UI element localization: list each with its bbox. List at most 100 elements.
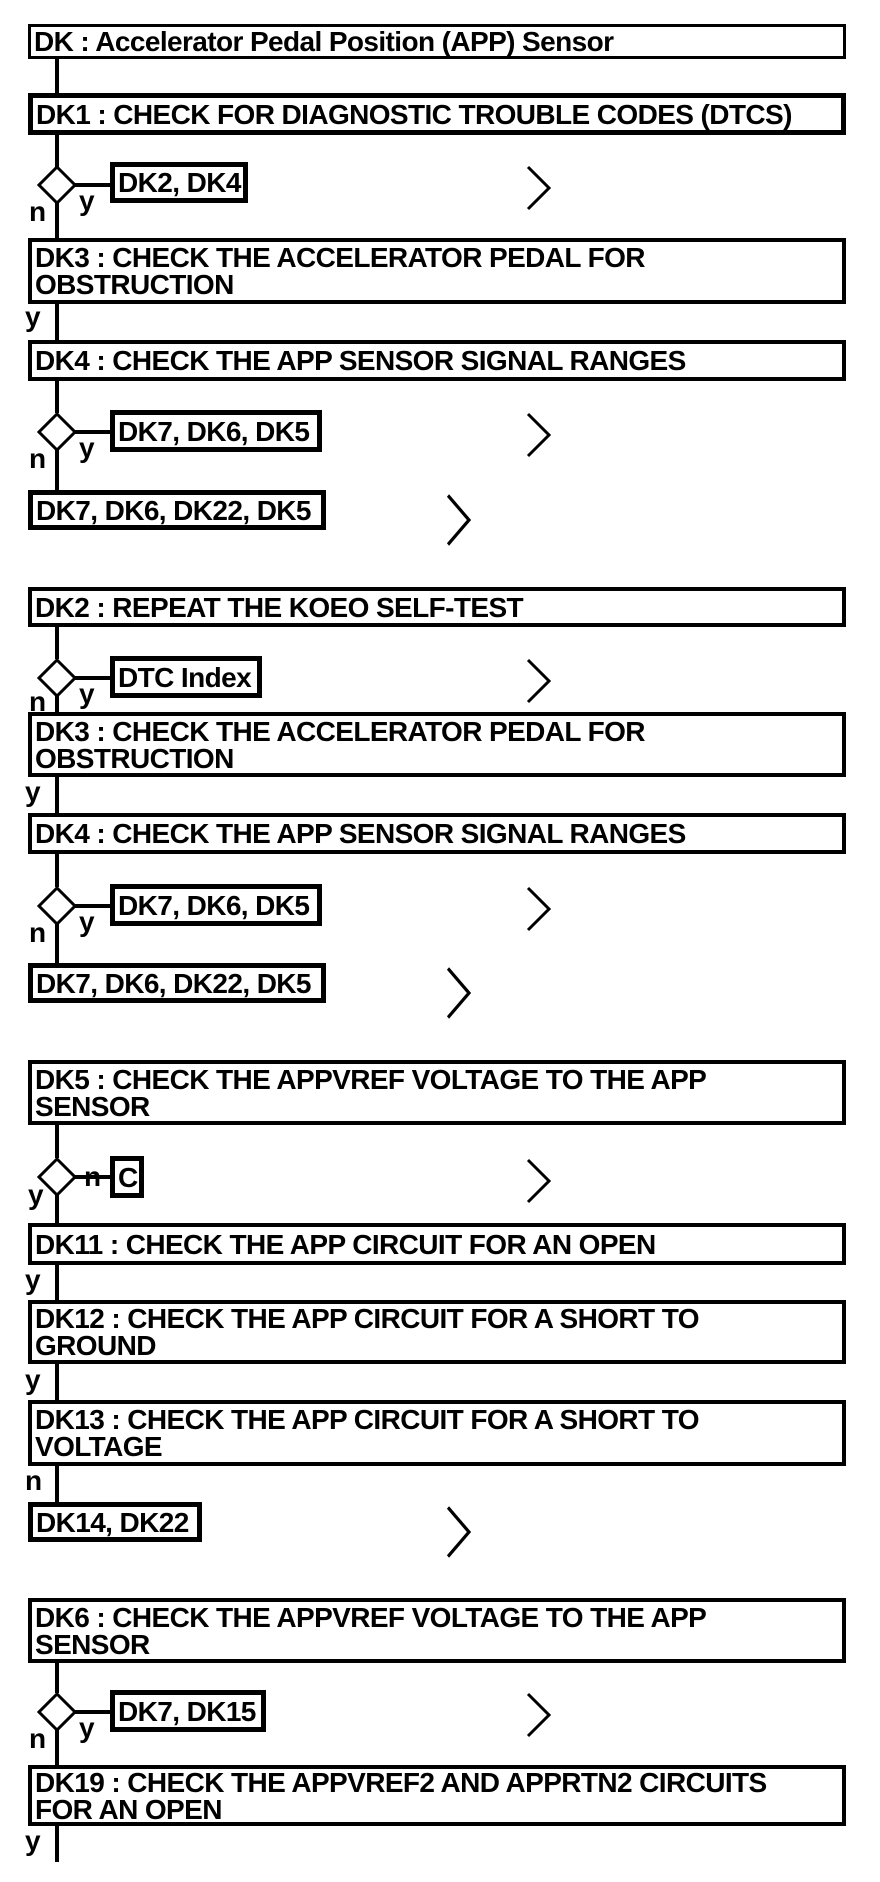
ref-dk7-dk15[interactable]: DK7, DK15 bbox=[110, 1690, 266, 1732]
ref-text: DK2, DK4 bbox=[118, 167, 241, 198]
step-dk2: DK2 : REPEAT THE KOEO SELF-TEST bbox=[28, 587, 846, 627]
ref-dk2-dk4[interactable]: DK2, DK4 bbox=[110, 162, 248, 203]
ref-text: C bbox=[118, 1161, 138, 1193]
connector bbox=[55, 304, 59, 340]
branch-label-no: n bbox=[29, 917, 47, 948]
ref-text: DK7, DK6, DK22, DK5 bbox=[36, 494, 312, 526]
connector bbox=[55, 1663, 59, 1693]
branch-label-yes: y bbox=[25, 1364, 41, 1395]
step-text: DK3 : CHECK THE ACCELERATOR PEDAL FOR bbox=[35, 715, 646, 747]
continue-chevron-icon bbox=[526, 412, 552, 458]
connector bbox=[55, 135, 59, 167]
step-dk12: DK12 : CHECK THE APP CIRCUIT FOR A SHORT… bbox=[28, 1300, 846, 1364]
connector bbox=[55, 448, 59, 490]
step-text: DK5 : CHECK THE APPVREF VOLTAGE TO THE A… bbox=[35, 1063, 707, 1095]
step-text: SENSOR bbox=[35, 1090, 150, 1122]
branch-label-yes: y bbox=[25, 1825, 41, 1856]
branch-label-yes: y bbox=[79, 1712, 95, 1743]
branch-label-no: n bbox=[29, 196, 47, 227]
connector bbox=[75, 1710, 112, 1714]
connector bbox=[75, 904, 112, 908]
ref-text: DK14, DK22 bbox=[36, 1506, 189, 1538]
branch-label-yes: y bbox=[25, 776, 41, 807]
step-text: FOR AN OPEN bbox=[35, 1793, 222, 1825]
connector bbox=[55, 1265, 59, 1300]
ref-text: DTC Index bbox=[118, 661, 252, 693]
step-dk4: DK4 : CHECK THE APP SENSOR SIGNAL RANGES bbox=[28, 813, 846, 854]
ref-dk14-dk22[interactable]: DK14, DK22 bbox=[28, 1502, 202, 1542]
connector bbox=[55, 1364, 59, 1400]
continue-chevron-icon bbox=[446, 967, 472, 1019]
connector bbox=[75, 183, 112, 187]
ref-dk7-dk6-dk5[interactable]: DK7, DK6, DK5 bbox=[110, 884, 322, 926]
ref-text: DK7, DK6, DK5 bbox=[118, 415, 310, 447]
connector bbox=[75, 430, 112, 434]
connector bbox=[55, 1193, 59, 1225]
branch-label-yes: y bbox=[79, 906, 95, 937]
continue-chevron-icon bbox=[526, 658, 552, 704]
ref-text: DK7, DK6, DK22, DK5 bbox=[36, 967, 312, 999]
step-text: DK2 : REPEAT THE KOEO SELF-TEST bbox=[35, 591, 524, 623]
step-text: DK19 : CHECK THE APPVREF2 AND APPRTN2 CI… bbox=[35, 1766, 767, 1798]
branch-label-yes: y bbox=[79, 185, 95, 216]
connector bbox=[55, 627, 59, 659]
branch-label-no: n bbox=[84, 1161, 102, 1192]
continue-chevron-icon bbox=[446, 494, 472, 546]
connector bbox=[55, 1125, 59, 1158]
step-text: DK6 : CHECK THE APPVREF VOLTAGE TO THE A… bbox=[35, 1601, 707, 1633]
step-dk3: DK3 : CHECK THE ACCELERATOR PEDAL FOR OB… bbox=[28, 238, 846, 304]
step-text: DK4 : CHECK THE APP SENSOR SIGNAL RANGES bbox=[35, 818, 686, 849]
connector bbox=[75, 676, 112, 680]
connector bbox=[55, 1466, 59, 1502]
ref-dtc-index[interactable]: DTC Index bbox=[110, 656, 262, 698]
step-dk4: DK4 : CHECK THE APP SENSOR SIGNAL RANGES bbox=[28, 340, 846, 381]
step-dk6: DK6 : CHECK THE APPVREF VOLTAGE TO THE A… bbox=[28, 1598, 846, 1663]
continue-chevron-icon bbox=[526, 165, 552, 211]
connector bbox=[55, 854, 59, 887]
connector bbox=[55, 1826, 59, 1862]
ref-dk7-dk6-dk5[interactable]: DK7, DK6, DK5 bbox=[110, 410, 322, 452]
branch-label-yes: y bbox=[25, 1264, 41, 1295]
continue-chevron-icon bbox=[526, 1158, 552, 1204]
branch-label-no: n bbox=[29, 686, 47, 717]
connector bbox=[55, 1728, 59, 1765]
flowchart-title: DK : Accelerator Pedal Position (APP) Se… bbox=[28, 24, 846, 59]
step-dk3: DK3 : CHECK THE ACCELERATOR PEDAL FOR OB… bbox=[28, 712, 846, 777]
branch-label-no: n bbox=[25, 1465, 43, 1496]
ref-text: DK7, DK15 bbox=[118, 1695, 256, 1727]
branch-label-yes: y bbox=[25, 301, 41, 332]
connector bbox=[55, 694, 59, 712]
connector bbox=[75, 1175, 112, 1179]
step-dk19: DK19 : CHECK THE APPVREF2 AND APPRTN2 CI… bbox=[28, 1765, 846, 1826]
connector bbox=[55, 201, 59, 238]
step-text: SENSOR bbox=[35, 1628, 150, 1660]
ref-text: DK7, DK6, DK5 bbox=[118, 889, 310, 921]
step-text: DK4 : CHECK THE APP SENSOR SIGNAL RANGES bbox=[35, 345, 686, 376]
ref-dk7-dk6-dk22-dk5[interactable]: DK7, DK6, DK22, DK5 bbox=[28, 490, 326, 530]
branch-label-no: n bbox=[29, 443, 47, 474]
connector bbox=[55, 381, 59, 413]
step-text: DK3 : CHECK THE ACCELERATOR PEDAL FOR bbox=[35, 242, 646, 273]
step-text: OBSTRUCTION bbox=[35, 742, 234, 774]
step-dk1: DK1 : CHECK FOR DIAGNOSTIC TROUBLE CODES… bbox=[28, 93, 846, 135]
connector bbox=[55, 922, 59, 963]
step-text: DK1 : CHECK FOR DIAGNOSTIC TROUBLE CODES… bbox=[36, 98, 792, 130]
continue-chevron-icon bbox=[446, 1506, 472, 1558]
branch-label-yes: y bbox=[79, 432, 95, 463]
step-text: VOLTAGE bbox=[35, 1431, 163, 1462]
ref-c[interactable]: C bbox=[110, 1156, 144, 1198]
continue-chevron-icon bbox=[526, 886, 552, 932]
step-text: OBSTRUCTION bbox=[35, 269, 234, 300]
branch-label-no: n bbox=[29, 1723, 47, 1754]
continue-chevron-icon bbox=[526, 1692, 552, 1738]
flowchart-title-text: DK : Accelerator Pedal Position (APP) Se… bbox=[34, 26, 614, 57]
step-text: DK11 : CHECK THE APP CIRCUIT FOR AN OPEN bbox=[35, 1228, 656, 1260]
step-text: GROUND bbox=[35, 1330, 156, 1361]
connector bbox=[55, 777, 59, 813]
step-dk13: DK13 : CHECK THE APP CIRCUIT FOR A SHORT… bbox=[28, 1400, 846, 1466]
step-text: DK12 : CHECK THE APP CIRCUIT FOR A SHORT… bbox=[35, 1303, 699, 1334]
ref-dk7-dk6-dk22-dk5[interactable]: DK7, DK6, DK22, DK5 bbox=[28, 963, 326, 1003]
step-dk11: DK11 : CHECK THE APP CIRCUIT FOR AN OPEN bbox=[28, 1223, 846, 1265]
branch-label-yes: y bbox=[79, 678, 95, 709]
